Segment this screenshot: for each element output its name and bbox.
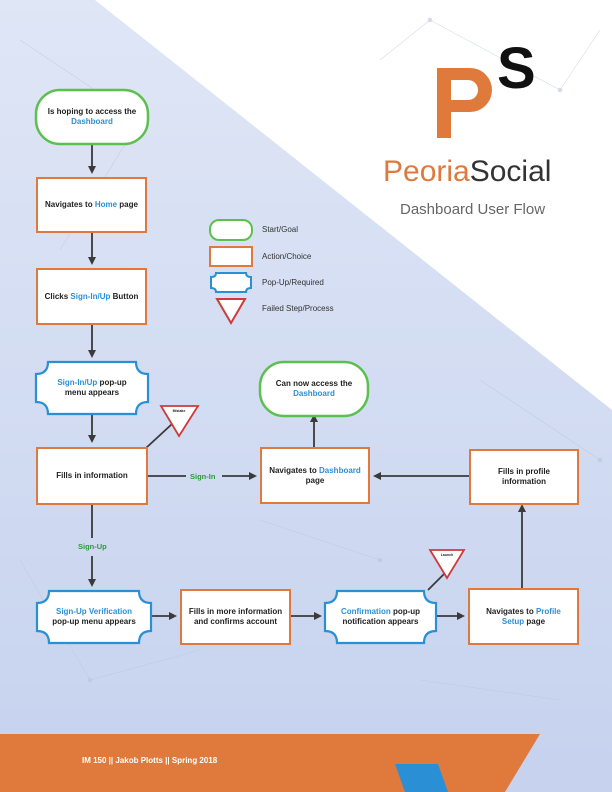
- logo-p-bowl: [451, 68, 492, 112]
- legend-popup-label: Pop-Up/Required: [262, 278, 324, 287]
- node-home-text: Navigates to Home page: [45, 200, 138, 209]
- footer-orange-band: [0, 734, 540, 792]
- node-home: [36, 177, 147, 233]
- failed-launch-label: Launch: [440, 553, 454, 557]
- failed-mistake-label: Mistake: [172, 409, 186, 413]
- logo-s-letter: S: [497, 36, 536, 101]
- node-fills-info: [36, 447, 148, 505]
- node-confirmation: [323, 589, 438, 645]
- legend-failed-label: Failed Step/Process: [262, 304, 334, 313]
- footer-blue-accent: [395, 764, 448, 792]
- node-signup-verification-text: Sign-Up Verification pop-up menu appears: [52, 607, 136, 626]
- node-signin-popup: [34, 360, 150, 416]
- node-profile-setup-text: Navigates to Profile Setup page: [486, 606, 561, 626]
- logo-name-part2: Social: [469, 155, 552, 188]
- node-signin-popup-text: Sign-In/Up pop-up menu appears: [57, 378, 127, 397]
- node-can-access: [258, 360, 370, 418]
- node-start-text: Is hoping to access the Dashboard: [47, 107, 137, 126]
- node-navigates-dashboard-text: Navigates to Dashboard page: [269, 465, 361, 485]
- legend-start-label: Start/Goal: [262, 225, 299, 234]
- legend-failed-shape: [215, 298, 247, 325]
- legend-action-shape: [209, 246, 253, 267]
- legend-start-shape: [209, 219, 253, 241]
- footer-text: IM 150 || Jakob Plotts || Spring 2018: [82, 756, 218, 765]
- line-fills-to-mistake: [145, 423, 173, 449]
- logo-title: PeoriaSocial: [383, 155, 551, 189]
- node-signin-button: [36, 268, 147, 325]
- node-signin-button-text: Clicks Sign-In/Up Button: [44, 291, 139, 301]
- node-start: [34, 88, 150, 146]
- node-signup-verification: [35, 589, 153, 645]
- line-confirmation-to-launch: [427, 572, 446, 591]
- logo-subtitle: Dashboard User Flow: [400, 201, 546, 218]
- connectors: [88, 144, 526, 620]
- node-profile-setup: [468, 588, 579, 645]
- edge-label-sign-up: Sign-Up: [78, 542, 107, 551]
- logo-name-part1: Peoria: [383, 155, 470, 188]
- node-navigates-dashboard: [260, 447, 370, 504]
- node-fills-more: [180, 589, 291, 645]
- node-can-access-text: Can now access the Dashboard: [275, 379, 353, 398]
- failed-launch-triangle: [428, 549, 466, 580]
- node-fills-profile-text: Fills in profile information: [497, 467, 550, 486]
- node-fills-profile: [469, 449, 579, 505]
- node-fills-info-text: Fills in information: [56, 471, 128, 480]
- logo-p-stem: [437, 68, 451, 138]
- node-fills-more-text: Fills in more information and confirms a…: [188, 607, 283, 626]
- node-confirmation-text: Confirmation pop-up notification appears: [340, 607, 421, 626]
- edge-label-sign-in: Sign-In: [190, 472, 216, 481]
- failed-mistake-triangle: [159, 405, 200, 438]
- legend-popup-shape: [210, 272, 252, 293]
- legend-action-label: Action/Choice: [262, 252, 312, 261]
